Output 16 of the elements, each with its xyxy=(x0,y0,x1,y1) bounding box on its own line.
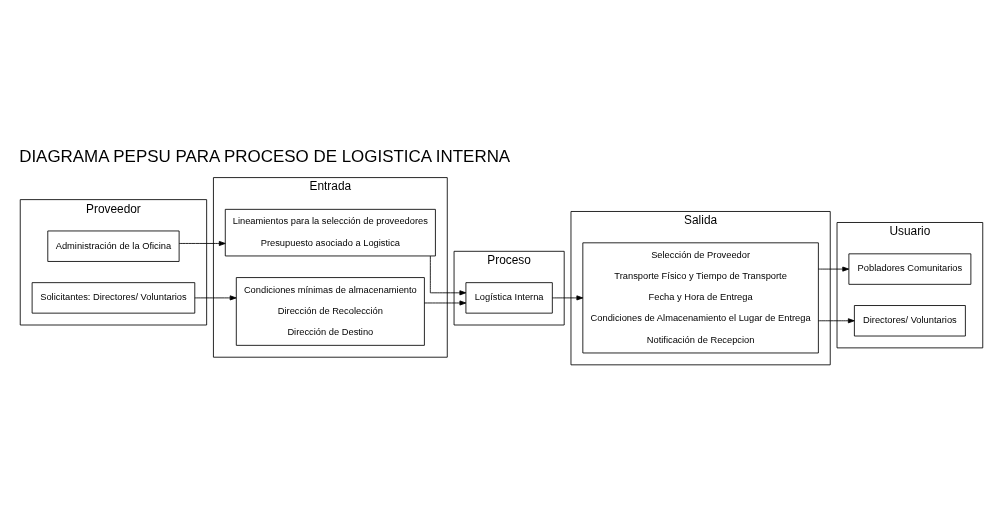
node-box: Pobladores Comunitarios xyxy=(848,252,972,285)
arrow xyxy=(178,240,226,246)
node-box: Directores/ Voluntarios xyxy=(853,304,966,336)
node-box: Selección de Proveedor Transporte Físico y Tiempo de Transporte Fecha y Hora de Entrega Condiciones de Almacenamiento el Lugar de Entrega Notificación de Recepcion xyxy=(582,241,819,353)
arrow xyxy=(194,294,237,300)
diagram-title: DIAGRAMA PEPSU PARA PROCESO DE LOGISTICA INTERNA xyxy=(19,146,511,166)
node-box: Logística Interna xyxy=(465,281,553,314)
node-box: Administración de la Oficina xyxy=(47,230,180,262)
arrow xyxy=(424,300,467,305)
node-box: Lineamientos para la selección de proveedores Presupuesto asociado a Logistica xyxy=(224,208,436,256)
node-box: Solicitantes: Directores/ Voluntarios xyxy=(31,281,196,314)
arrow xyxy=(429,255,467,295)
arrow xyxy=(551,294,584,300)
arrow xyxy=(817,317,855,323)
node-box: Condiciones mínimas de almacenamiento Dirección de Recolección Dirección de Destino xyxy=(235,276,425,346)
arrow xyxy=(817,266,850,272)
